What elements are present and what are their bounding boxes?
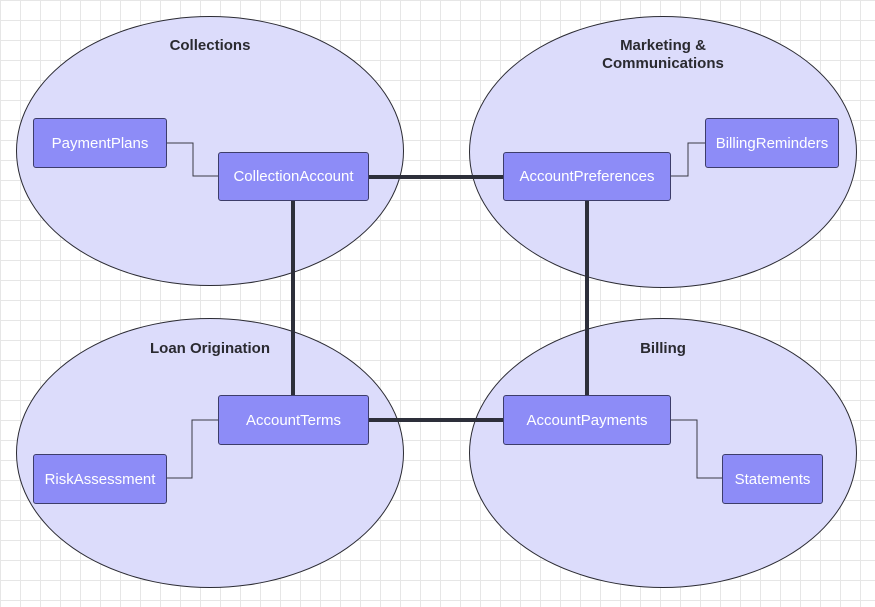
connector-accountpreferences-billingreminders: [671, 142, 705, 177]
region-title-collections: Collections: [169, 37, 251, 54]
node-risk-assessment[interactable]: RiskAssessment: [33, 454, 167, 504]
node-account-preferences[interactable]: AccountPreferences: [503, 152, 671, 201]
node-payment-plans[interactable]: PaymentPlans: [33, 118, 167, 168]
region-title-loan-origination: Loan Origination: [150, 340, 270, 357]
connector-paymentplans-collectionaccount: [167, 142, 218, 177]
region-title-billing: Billing: [640, 340, 686, 357]
node-billing-reminders[interactable]: BillingReminders: [705, 118, 839, 168]
region-title-marketing-communications: Marketing & Communications: [602, 37, 724, 72]
region-loan-origination: [16, 318, 404, 588]
node-account-terms[interactable]: AccountTerms: [218, 395, 369, 445]
node-account-payments[interactable]: AccountPayments: [503, 395, 671, 445]
region-billing: [469, 318, 857, 588]
connector-accountterms-riskassessment: [167, 419, 218, 479]
connector-accountpayments-statements: [671, 419, 722, 479]
node-statements[interactable]: Statements: [722, 454, 823, 504]
node-collection-account[interactable]: CollectionAccount: [218, 152, 369, 201]
